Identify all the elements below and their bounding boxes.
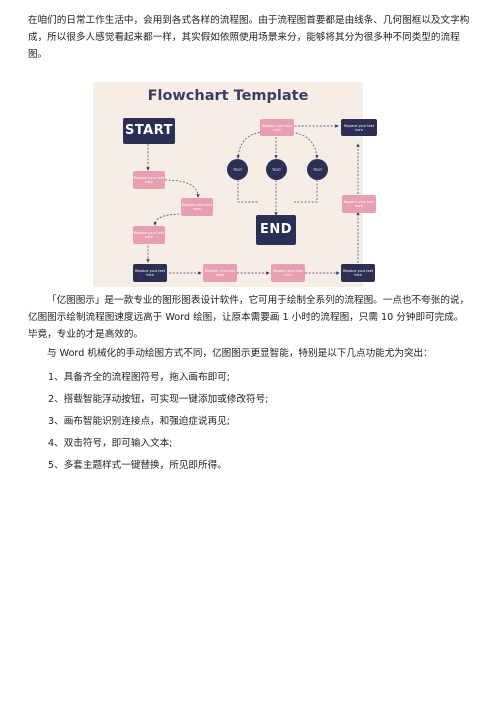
feature-item-4: 4、双击符号，即可输入文本; <box>48 438 173 449</box>
node-bottom-1: Replace your text here <box>133 264 167 282</box>
node-top-center: Replace your text here <box>260 119 294 136</box>
figure-title: Flowchart Template <box>147 88 309 104</box>
product-paragraph: 「亿图图示」是一款专业的图形图表设计软件，它可用于绘制全系列的流程图。一点也不夸… <box>28 295 470 340</box>
feature-item-1: 1、具备齐全的流程图符号，拖入画布即可; <box>48 372 231 383</box>
feature-item-3: 3、画布智能识别连接点，和强迫症说再见; <box>48 416 231 427</box>
node-left-2: Replace your text here <box>181 198 213 216</box>
node-left-3: Replace your text here <box>133 226 165 244</box>
node-left-1: Replace your text here <box>133 171 165 189</box>
node-top-right: Replace your text here <box>341 119 377 136</box>
start-label: START <box>124 123 174 138</box>
flowchart-image: Flowchart Template START Replace your te… <box>93 82 377 287</box>
node-right: Replace your text here <box>342 195 376 213</box>
feature-item-5: 5、多套主题样式一键替换，所见即所得。 <box>48 460 227 471</box>
node-bottom-4: Replace your text here <box>341 264 375 282</box>
end-label: END <box>259 222 293 237</box>
end-node: END <box>256 215 296 245</box>
intro-paragraph: 在咱们的日常工作生活中，会用到各式各样的流程图。由于流程图首要都是由线条、几何图… <box>28 15 470 60</box>
node-bottom-3: Replace your text here <box>271 264 305 282</box>
start-node: START <box>123 118 175 144</box>
circle-node-3: TEXT <box>307 159 328 180</box>
circle-node-2: TEXT <box>266 159 287 180</box>
feature-item-2: 2、搭载智能浮动按钮，可实现一键添加或修改符号; <box>48 394 269 405</box>
feature-intro-paragraph: 与 Word 机械化的手动绘图方式不同，亿图图示更显智能，特别是以下几点功能尤为… <box>47 348 433 359</box>
circle-node-1: TEXT <box>227 159 248 180</box>
node-bottom-2: Replace your text here <box>203 264 237 282</box>
